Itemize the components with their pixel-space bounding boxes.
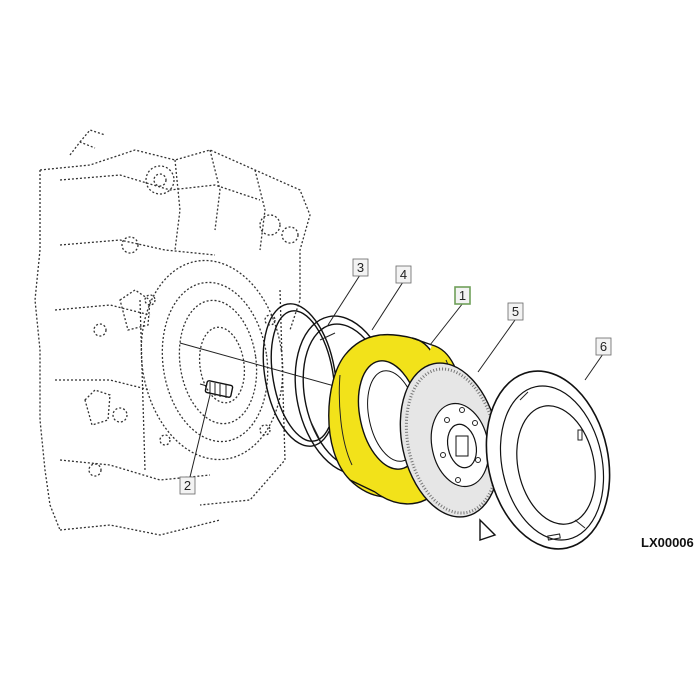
part-6-pressure-plate [479, 370, 611, 550]
leader-lines [189, 274, 604, 478]
callout-2: 2 [179, 476, 196, 495]
callout-2-label: 2 [184, 478, 191, 493]
callout-3: 3 [352, 258, 369, 277]
callout-6-label: 6 [600, 339, 607, 354]
callout-1: 1 [454, 286, 471, 305]
callout-5: 5 [507, 302, 524, 321]
reference-code: LX00006 [641, 535, 694, 550]
part-2-stud [199, 380, 234, 398]
callout-6: 6 [595, 337, 612, 356]
callout-3-label: 3 [357, 260, 364, 275]
part-5-friction-disc [399, 362, 501, 518]
callout-1-label: 1 [459, 288, 466, 303]
callout-5-label: 5 [512, 304, 519, 319]
part-3-ring [262, 303, 338, 447]
transmission-housing [34, 129, 311, 536]
callout-4: 4 [395, 265, 412, 284]
callout-4-label: 4 [400, 267, 407, 282]
